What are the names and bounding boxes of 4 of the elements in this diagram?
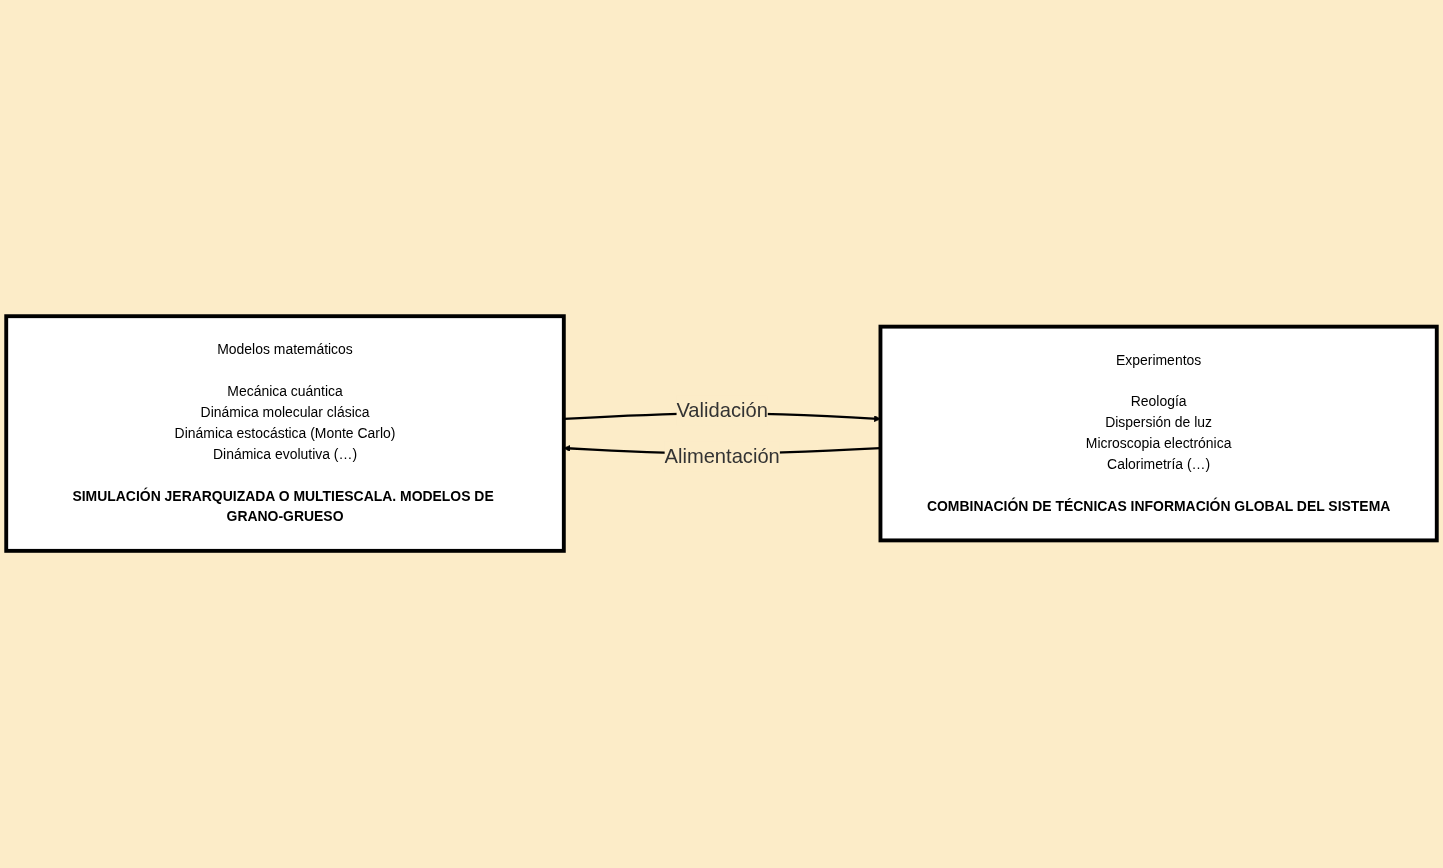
edge-label: Alimentación: [664, 444, 780, 469]
edge-label: Validación: [676, 399, 768, 423]
node-box: Experimentos Reología Dispersión de luz Microscopia electrónica Calorimetría (…) COMBINACIÓN DE TÉCNICAS INFORMACIÓN GLOBAL DEL SISTEMA: [878, 325, 1439, 543]
node-box: Modelos matemáticos Mecánica cuántica Dinámica molecular clásica Dinámica estocástica (Monte Carlo) Dinámica evolutiva (…) SIMULACIÓN JERARQUIZADA O MULTIESCALA. MODELOS DE GRANO-GRUESO: [4, 314, 566, 554]
